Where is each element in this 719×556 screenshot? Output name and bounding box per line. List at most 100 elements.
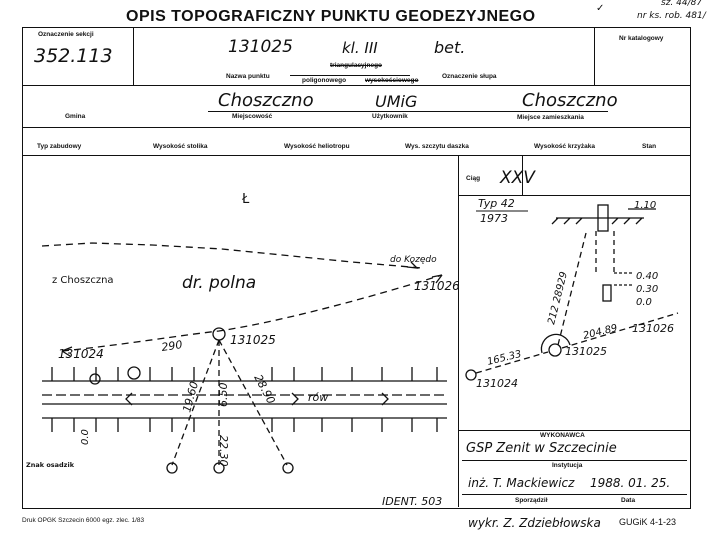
rp-point-left: 131024: [476, 377, 518, 390]
marker-diagram: Typ 42 1973 1.10 0.40 0.30 0.0 131026 13…: [465, 197, 679, 390]
ciag-value: XXV: [500, 168, 535, 188]
section-number: 352.113: [34, 45, 113, 67]
gmina-label: Gmina: [65, 113, 86, 120]
catalog-label: Nr katalogowy: [619, 35, 664, 42]
form-title: OPIS TOPOGRAFICZNY PUNKTU GEODEZYJNEGO: [126, 8, 536, 25]
pillar-top: [597, 204, 609, 232]
right-arrow-head: [431, 274, 443, 284]
offset-line-c: [218, 339, 288, 466]
gmina-value: Choszczno: [218, 90, 314, 111]
wykonawca-label: WYKONAWCA: [540, 432, 585, 439]
depth-2: 0.40: [636, 271, 658, 282]
kozedo-arrow: [406, 261, 419, 269]
form-frame: [22, 27, 691, 509]
traverse-line: [475, 312, 679, 374]
miejsce-label: Miejsce zamieszkania: [517, 114, 584, 121]
check-mark-icon: ✓: [596, 3, 605, 14]
type-bracket-line: [290, 75, 410, 76]
ditch-ticks-top: [51, 367, 438, 381]
ditch-arrows: [125, 392, 389, 406]
offset-label: 0.0: [80, 429, 91, 445]
uzytkownik-label: Użytkownik: [372, 113, 408, 120]
location-sketch: Ł z Choszczna do Kozędo dr. polna 131026…: [26, 192, 458, 507]
wys-szczytu-label: Wys. szczytu daszka: [405, 143, 469, 150]
dist-left-rp: 165.33: [486, 349, 523, 368]
rp-point-right: 131026: [632, 322, 674, 335]
corner-note-2: nr ks. rob. 481/: [637, 11, 706, 21]
left-arrow-head: [61, 346, 73, 357]
traverse-point-center: [548, 343, 562, 357]
ciag-label: Ciąg: [466, 175, 481, 182]
institution-label: Instytucja: [552, 462, 583, 469]
year-label: 1973: [480, 212, 508, 225]
row3-bottom-rule: [22, 155, 691, 156]
dist-left: 290: [161, 338, 184, 354]
stan-label: Stan: [642, 143, 657, 150]
institution-underline: [462, 460, 687, 461]
marker-type: bet.: [434, 38, 466, 57]
section-label: Oznaczenie sekcji: [38, 31, 94, 38]
row2-bottom-rule: [22, 127, 691, 128]
row1-bottom-rule: [22, 85, 691, 86]
offset-line-a: [171, 339, 220, 466]
depth-3: 0.30: [636, 284, 658, 295]
wykonawca-top-rule: [458, 430, 691, 431]
miejscowosc-label: Miejscowość: [232, 113, 273, 120]
point-name: 131025: [228, 37, 293, 57]
angle-value: 212 28929: [546, 271, 570, 326]
ident-label: IDENT. 503: [382, 495, 442, 507]
miejscowosc-value: UMiG: [375, 92, 418, 111]
date-value: 1988. 01. 25.: [590, 476, 671, 490]
ciag-rule: [458, 195, 691, 196]
print-note: Druk OPGK Szczecin 6000 egz. zlec. 1/83: [22, 517, 145, 524]
type-option-2: poligonowego: [302, 77, 347, 84]
point-class: kl. III: [342, 39, 378, 57]
dist-right: 204.89: [582, 323, 619, 342]
road-lower-line: [61, 274, 443, 352]
wysokosc-heliotropu-label: Wysokość heliotropu: [284, 143, 350, 150]
ground-mark-a: [166, 462, 178, 474]
dist-b: 6.50: [217, 383, 230, 408]
sketch-point-right: 131026: [414, 279, 458, 293]
author-value: inż. T. Mackiewicz: [468, 476, 575, 490]
type-option-1: triangulacyjnego: [330, 62, 383, 69]
dist-c: 28.90: [251, 372, 277, 406]
ditch-label: rów: [308, 391, 328, 404]
institution-value: GSP Zenit w Szczecinie: [466, 441, 617, 456]
author-label: Sporządził: [515, 497, 548, 504]
angle-arc: [540, 333, 571, 354]
znak-label: Znak osadzik: [26, 461, 75, 469]
point-name-label: Nazwa punktu: [226, 73, 270, 80]
from-label: z Choszczna: [52, 275, 114, 286]
ground-surface: [551, 217, 644, 225]
road-upper-line: [41, 242, 423, 269]
typ-label: Typ 42: [478, 197, 515, 210]
ciag-divider: [522, 155, 523, 195]
type-option-3: wysokościowego: [365, 77, 419, 84]
author-underline: [462, 494, 687, 495]
date-label: Data: [621, 497, 636, 504]
drawn-by: wykr. Z. Zdziebłowska: [468, 516, 601, 530]
dist-d: 22.30: [217, 435, 230, 467]
witness-mark-1: [89, 373, 101, 385]
sketch-point-center: 131025: [230, 333, 276, 347]
ground-mark-b: [213, 462, 225, 474]
marker-label: Oznaczenie słupa: [442, 73, 497, 80]
to-label: do Kozędo: [390, 255, 437, 265]
miejsce-value: Choszczno: [522, 90, 618, 111]
depth-ticks: [614, 272, 634, 286]
corner-note-1: sz. 44/87: [661, 0, 703, 8]
wysokosc-krzyzaka-label: Wysokość krzyżaka: [534, 143, 595, 150]
wysokosc-stolika-label: Wysokość stolika: [153, 143, 208, 150]
depth-4: 0.0: [636, 297, 652, 308]
section-divider: [133, 27, 134, 85]
catalog-divider: [594, 27, 595, 85]
traverse-point-left: [465, 369, 477, 381]
point-center-marker: [212, 327, 226, 341]
rp-point-center: 131025: [565, 345, 607, 358]
sketch-point-left: 131024: [58, 347, 104, 361]
ditch-ticks-bottom: [51, 418, 438, 432]
depth-1: 1.10: [634, 200, 656, 211]
sketch-divider: [458, 155, 459, 507]
typ-zabudowy-label: Typ zabudowy: [37, 143, 82, 150]
